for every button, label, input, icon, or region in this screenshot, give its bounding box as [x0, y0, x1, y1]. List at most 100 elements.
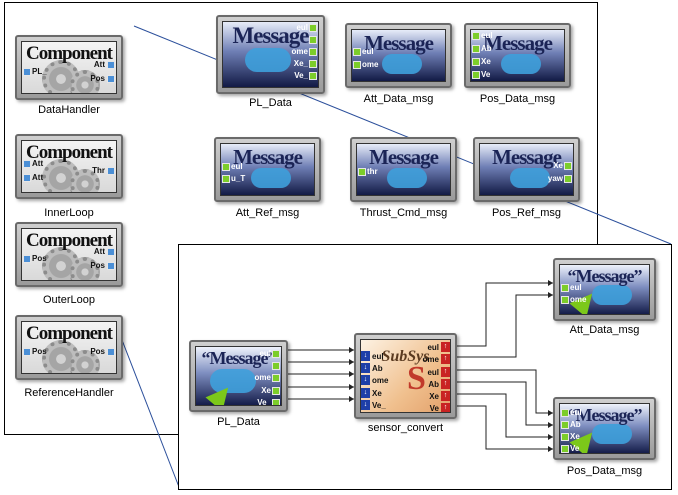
message-label: PL_Data [249, 97, 292, 109]
message-label: Att_Data_msg [569, 324, 640, 336]
port-icon[interactable] [272, 387, 280, 395]
port-label: Ab [428, 380, 439, 389]
port-icon[interactable] [564, 175, 572, 183]
port-icon[interactable] [472, 71, 480, 79]
port-icon[interactable] [353, 61, 361, 69]
message-pos-data-msg[interactable]: Message eul Ab Xe Ve [464, 23, 571, 88]
message-title: Message [232, 23, 309, 48]
port-label: Ve_ [372, 401, 386, 410]
port-icon[interactable] [561, 433, 569, 441]
port-label: Xe [553, 161, 563, 170]
component-referencehandler[interactable]: Component Pos Pos [15, 315, 123, 380]
input-port-icon[interactable]: ↓ [361, 375, 370, 385]
output-port-icon[interactable]: ↑ [441, 354, 450, 364]
port-icon[interactable] [107, 248, 115, 256]
component-datahandler[interactable]: Component PL_ Att Pos [15, 35, 123, 100]
zoom-message-att-data-msg[interactable]: “Message” eul ome [553, 258, 656, 321]
port-icon[interactable] [309, 36, 317, 44]
output-port-icon[interactable]: ↑ [441, 367, 450, 377]
speech-bubble-icon [382, 54, 422, 74]
port-icon[interactable] [353, 48, 361, 56]
output-port-icon[interactable]: ↑ [441, 391, 450, 401]
speech-bubble-icon [510, 168, 550, 188]
input-port-icon[interactable]: ↓ [361, 351, 370, 361]
message-title: Message [483, 31, 553, 55]
port-icon[interactable] [107, 75, 115, 83]
port-icon[interactable] [23, 174, 31, 182]
port-icon[interactable] [107, 61, 115, 69]
port-label: Ve [570, 444, 580, 453]
port-icon[interactable] [309, 72, 317, 80]
port-icon[interactable] [222, 163, 230, 171]
port-icon[interactable] [23, 68, 31, 76]
port-label: Xe_ [293, 59, 308, 68]
port-icon[interactable] [358, 168, 366, 176]
port-icon[interactable] [472, 45, 480, 53]
port-icon[interactable] [222, 175, 230, 183]
message-title: Message [492, 145, 562, 169]
component-innerloop[interactable]: Component Att Att Thr [15, 134, 123, 199]
port-icon[interactable] [309, 60, 317, 68]
port-icon[interactable] [561, 421, 569, 429]
port-label: PL_ [32, 67, 47, 76]
speech-bubble-icon [592, 424, 632, 444]
component-label: OuterLoop [43, 294, 95, 306]
message-body: “Message” eul ome Xe Ve_ [195, 346, 282, 406]
output-port-icon[interactable]: ↑ [441, 342, 450, 352]
gear-icon [70, 70, 100, 93]
subsystem-glyph: S [407, 360, 426, 397]
port-icon[interactable] [23, 348, 31, 356]
port-icon[interactable] [23, 255, 31, 263]
output-port-icon[interactable]: ↑ [441, 403, 450, 412]
port-label: Att [32, 173, 44, 182]
port-icon[interactable] [561, 284, 569, 292]
message-body: Message eul u_T [220, 143, 315, 196]
message-thrust-cmd-msg[interactable]: Message thr [350, 137, 457, 202]
message-title: Message [369, 145, 439, 169]
port-icon[interactable] [272, 362, 280, 370]
port-icon[interactable] [561, 296, 569, 304]
subsystem-body: SubSys S ↓ eul ↓ Ab ↓ ome ↓ Xe ↓ Ve_ eul… [360, 339, 451, 413]
port-icon[interactable] [561, 409, 569, 417]
port-icon[interactable] [272, 399, 280, 405]
port-label: eul [427, 368, 439, 377]
output-port-icon[interactable]: ↑ [441, 379, 450, 389]
port-icon[interactable] [472, 58, 480, 66]
message-title: Message [233, 145, 303, 169]
port-icon[interactable] [107, 167, 115, 175]
port-icon[interactable] [561, 445, 569, 453]
zoom-message-pl-data[interactable]: “Message” eul ome Xe Ve_ [189, 340, 288, 412]
message-pos-ref-msg[interactable]: Message Xe yaw [473, 137, 580, 202]
port-icon[interactable] [23, 160, 31, 168]
port-label: ome [362, 60, 379, 69]
port-label: u_T [231, 174, 246, 183]
message-att-data-msg[interactable]: Message eul ome [345, 23, 452, 88]
message-body: Message eul ome [351, 29, 446, 82]
message-pl-data[interactable]: Message eul ome Xe_ Ve_ [216, 15, 325, 94]
port-icon[interactable] [309, 48, 317, 56]
port-icon[interactable] [107, 262, 115, 270]
port-label: yaw [547, 174, 563, 183]
port-icon[interactable] [564, 162, 572, 170]
port-label: Xe [372, 389, 382, 398]
port-icon[interactable] [309, 24, 317, 32]
port-icon[interactable] [272, 374, 280, 382]
port-label: Xe [481, 57, 491, 66]
port-label: eul [570, 408, 582, 417]
port-label: Thr [92, 166, 105, 175]
port-icon[interactable] [107, 348, 115, 356]
component-outerloop[interactable]: Component Pos Att Pos [15, 222, 123, 287]
component-body: Component Pos Pos [21, 321, 117, 374]
message-att-ref-msg[interactable]: Message eul u_T [214, 137, 321, 202]
port-icon[interactable] [472, 32, 480, 40]
port-icon[interactable] [272, 350, 280, 358]
message-label: Att_Ref_msg [235, 207, 300, 219]
input-port-icon[interactable]: ↓ [361, 363, 370, 373]
port-label: Ve_ [294, 71, 308, 80]
input-port-icon[interactable]: ↓ [361, 388, 370, 398]
zoom-message-pos-data-msg[interactable]: “Message” eul Ab Xe Ve [553, 397, 656, 460]
subsystem-sensor-convert[interactable]: SubSys S ↓ eul ↓ Ab ↓ ome ↓ Xe ↓ Ve_ eul… [354, 333, 457, 419]
input-port-icon[interactable]: ↓ [361, 400, 370, 410]
port-label: ome [254, 373, 271, 382]
